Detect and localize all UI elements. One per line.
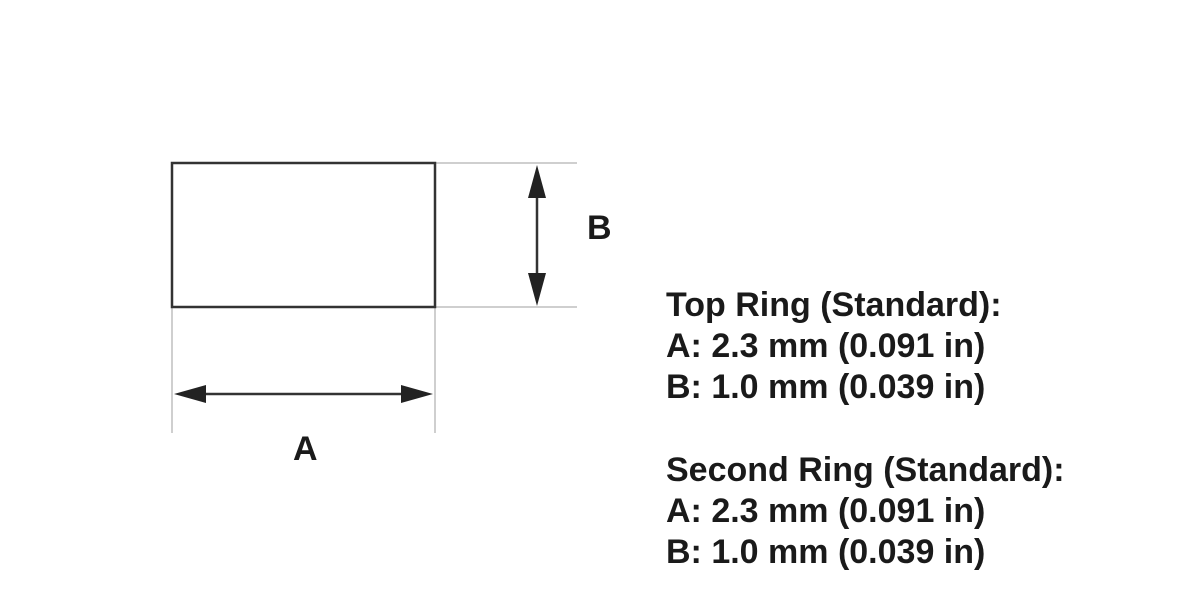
- ring-cross-section: [170, 161, 437, 309]
- top-ring-title: Top Ring (Standard):: [666, 286, 1002, 324]
- second-ring-a-value: A: 2.3 mm (0.091 in): [666, 492, 986, 530]
- dimension-a-arrow: [174, 385, 433, 403]
- second-ring-b-value: B: 1.0 mm (0.039 in): [666, 533, 986, 571]
- top-ring-spec: Top Ring (Standard): A: 2.3 mm (0.091 in…: [666, 285, 1002, 408]
- arrowhead-left: [174, 385, 206, 403]
- extension-lines: [171, 162, 577, 433]
- top-ring-b-value: B: 1.0 mm (0.039 in): [666, 368, 986, 406]
- dimension-label-a: A: [293, 430, 318, 468]
- arrowhead-right: [401, 385, 433, 403]
- arrowhead-up: [528, 165, 546, 198]
- dimension-label-b: B: [587, 209, 612, 247]
- top-ring-a-value: A: 2.3 mm (0.091 in): [666, 327, 986, 365]
- arrowhead-down: [528, 273, 546, 306]
- dimension-b-arrow: [528, 165, 546, 306]
- second-ring-title: Second Ring (Standard):: [666, 451, 1065, 489]
- second-ring-spec: Second Ring (Standard): A: 2.3 mm (0.091…: [666, 450, 1065, 573]
